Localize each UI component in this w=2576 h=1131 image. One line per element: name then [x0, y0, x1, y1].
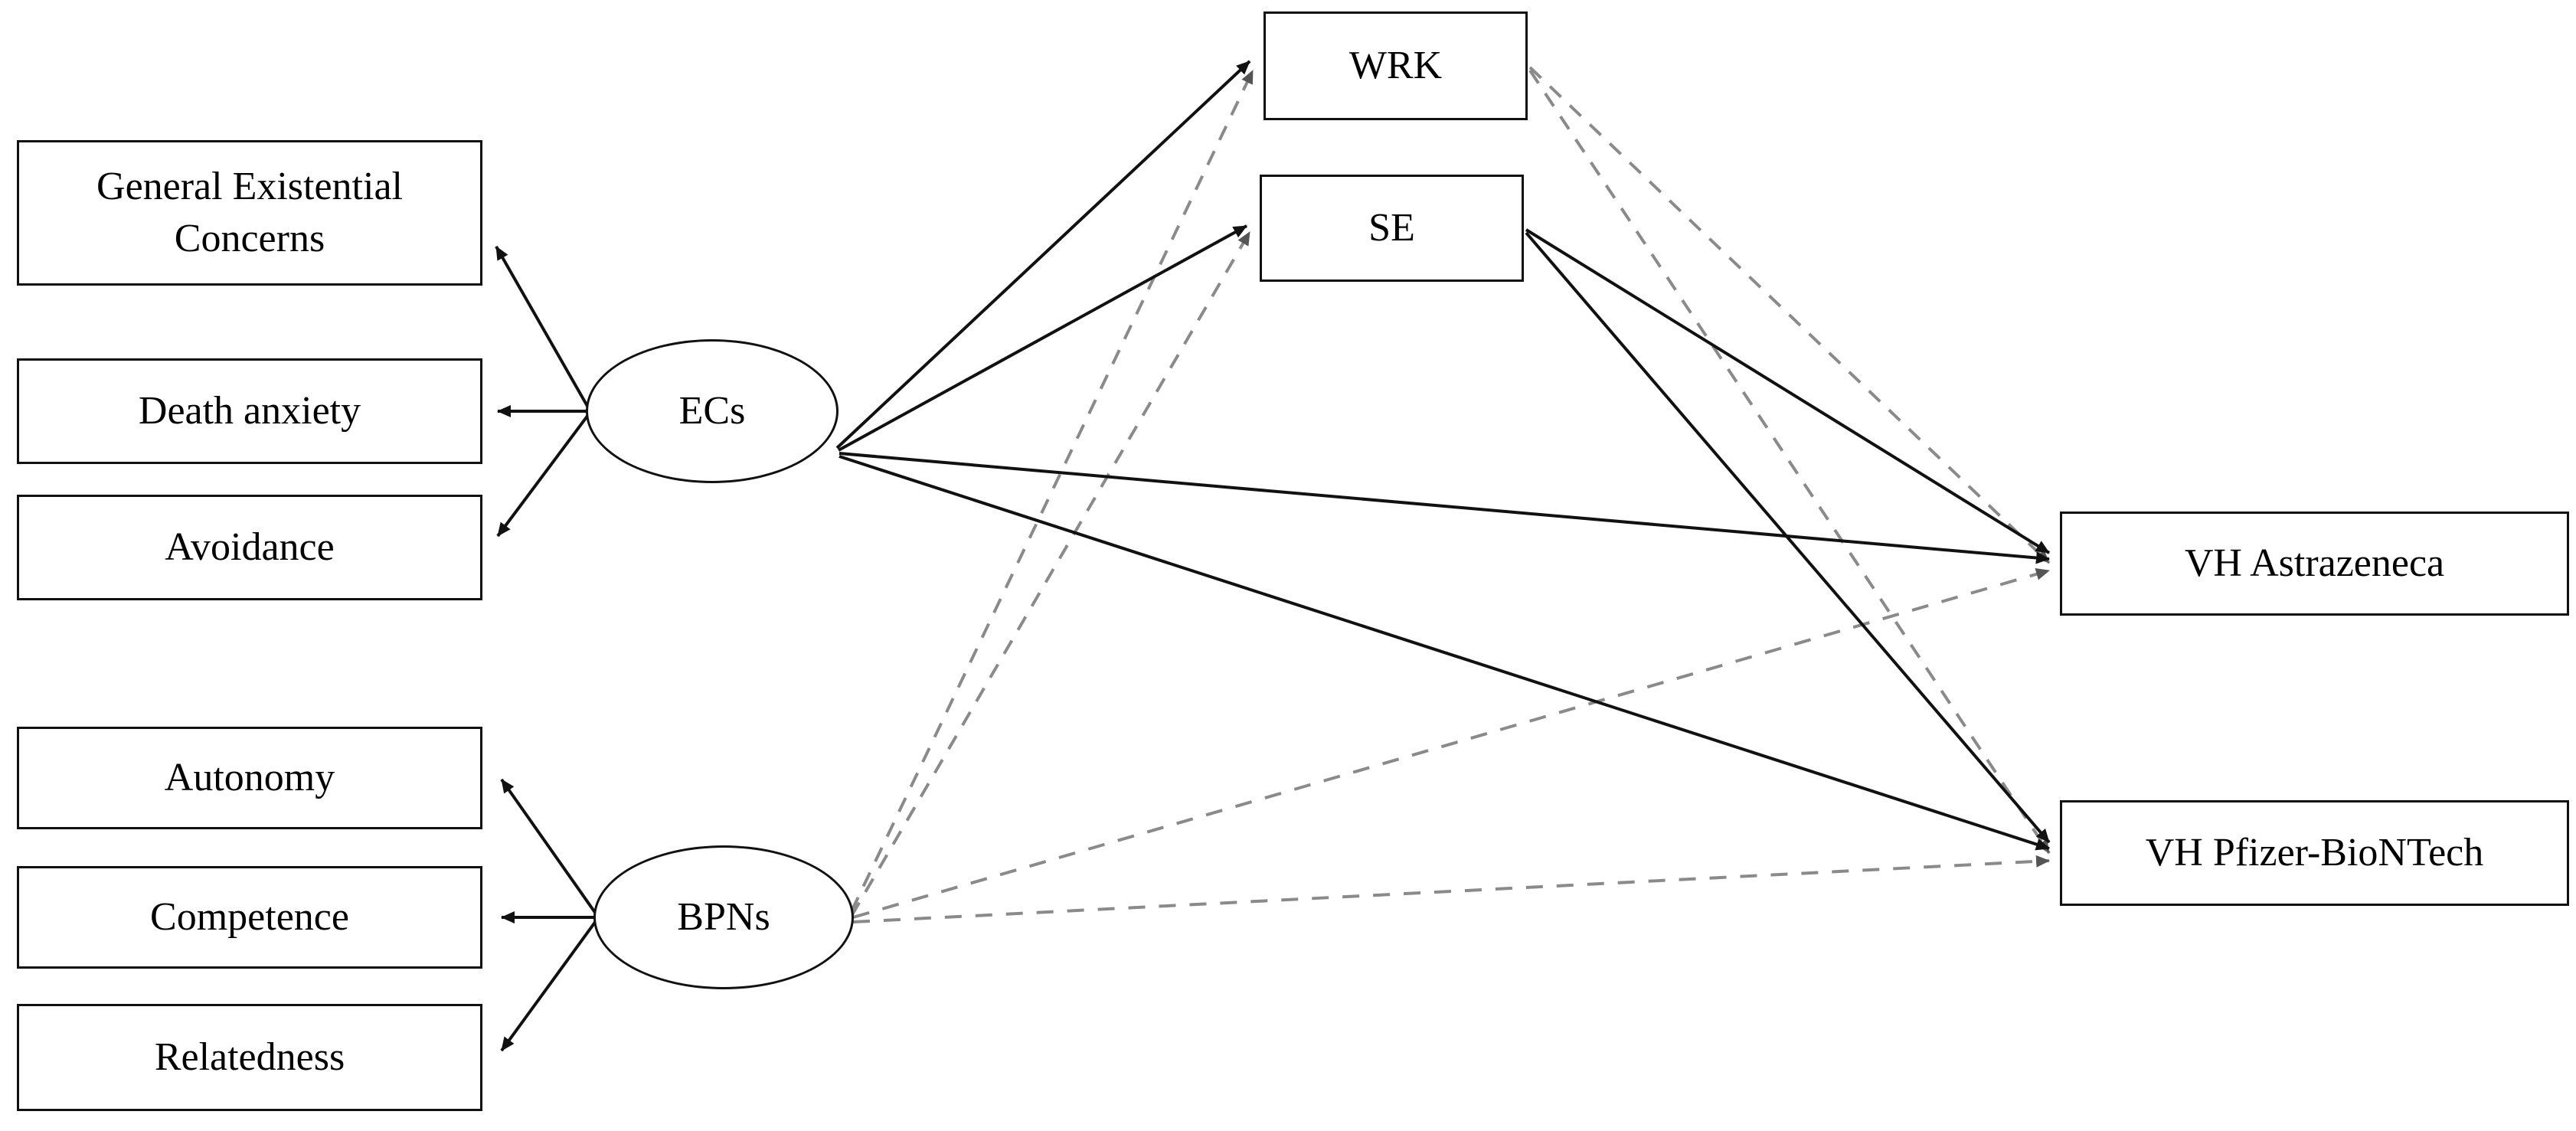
edge-bpns-to-wrk: [850, 70, 1254, 912]
node-label: Death anxiety: [138, 389, 361, 433]
node-bpns[interactable]: BPNs: [593, 845, 854, 989]
edge-se-to-vh-pfizer-biontech: [1525, 231, 2051, 844]
node-ecs[interactable]: ECs: [586, 339, 839, 483]
node-general-existential-concerns[interactable]: General Existential Concerns: [17, 140, 482, 286]
node-wrk[interactable]: WRK: [1263, 11, 1528, 120]
edge-ecs-to-vh-astrazeneca: [839, 452, 2050, 564]
edge-ecs-to-wrk: [835, 60, 1251, 449]
edge-wrk-to-vh-astrazeneca: [1528, 66, 2051, 564]
edge-ecs-to-se: [838, 224, 1247, 452]
edge-bpns-to-vh-astrazeneca: [852, 568, 2050, 919]
edge-bpns-to-autonomy: [500, 778, 597, 915]
node-competence[interactable]: Competence: [17, 866, 482, 969]
node-death-anxiety[interactable]: Death anxiety: [17, 358, 482, 464]
node-label: General Existential Concerns: [96, 165, 403, 260]
node-label: Competence: [150, 895, 349, 940]
node-vh-pfizer-biontech[interactable]: VH Pfizer-BioNTech: [2060, 800, 2569, 906]
node-label: WRK: [1348, 44, 1443, 88]
edge-bpns-to-se: [850, 230, 1251, 917]
node-vh-astrazeneca[interactable]: VH Astrazeneca: [2060, 512, 2569, 616]
node-avoidance[interactable]: Avoidance: [17, 495, 482, 600]
edge-bpns-to-vh-pfizer-biontech: [852, 855, 2050, 923]
node-label: VH Astrazeneca: [2184, 541, 2445, 586]
edge-bpns-to-relatedness: [500, 920, 597, 1052]
edge-se-to-vh-astrazeneca: [1525, 228, 2051, 554]
node-label: Avoidance: [165, 525, 335, 570]
node-se[interactable]: SE: [1260, 175, 1524, 282]
node-label: Autonomy: [164, 756, 335, 800]
node-label: ECs: [678, 389, 746, 433]
node-label: VH Pfizer-BioNTech: [2145, 831, 2484, 875]
node-label: Relatedness: [154, 1035, 345, 1080]
edge-ecs-to-general-existential-concerns: [495, 246, 590, 408]
edge-ecs-to-avoidance: [496, 414, 590, 538]
node-relatedness[interactable]: Relatedness: [17, 1004, 482, 1111]
edge-wrk-to-vh-pfizer-biontech: [1528, 69, 2051, 855]
node-autonomy[interactable]: Autonomy: [17, 727, 482, 829]
node-label: SE: [1368, 206, 1415, 250]
edge-ecs-to-vh-pfizer-biontech: [839, 455, 2050, 851]
node-label: BPNs: [677, 895, 770, 940]
